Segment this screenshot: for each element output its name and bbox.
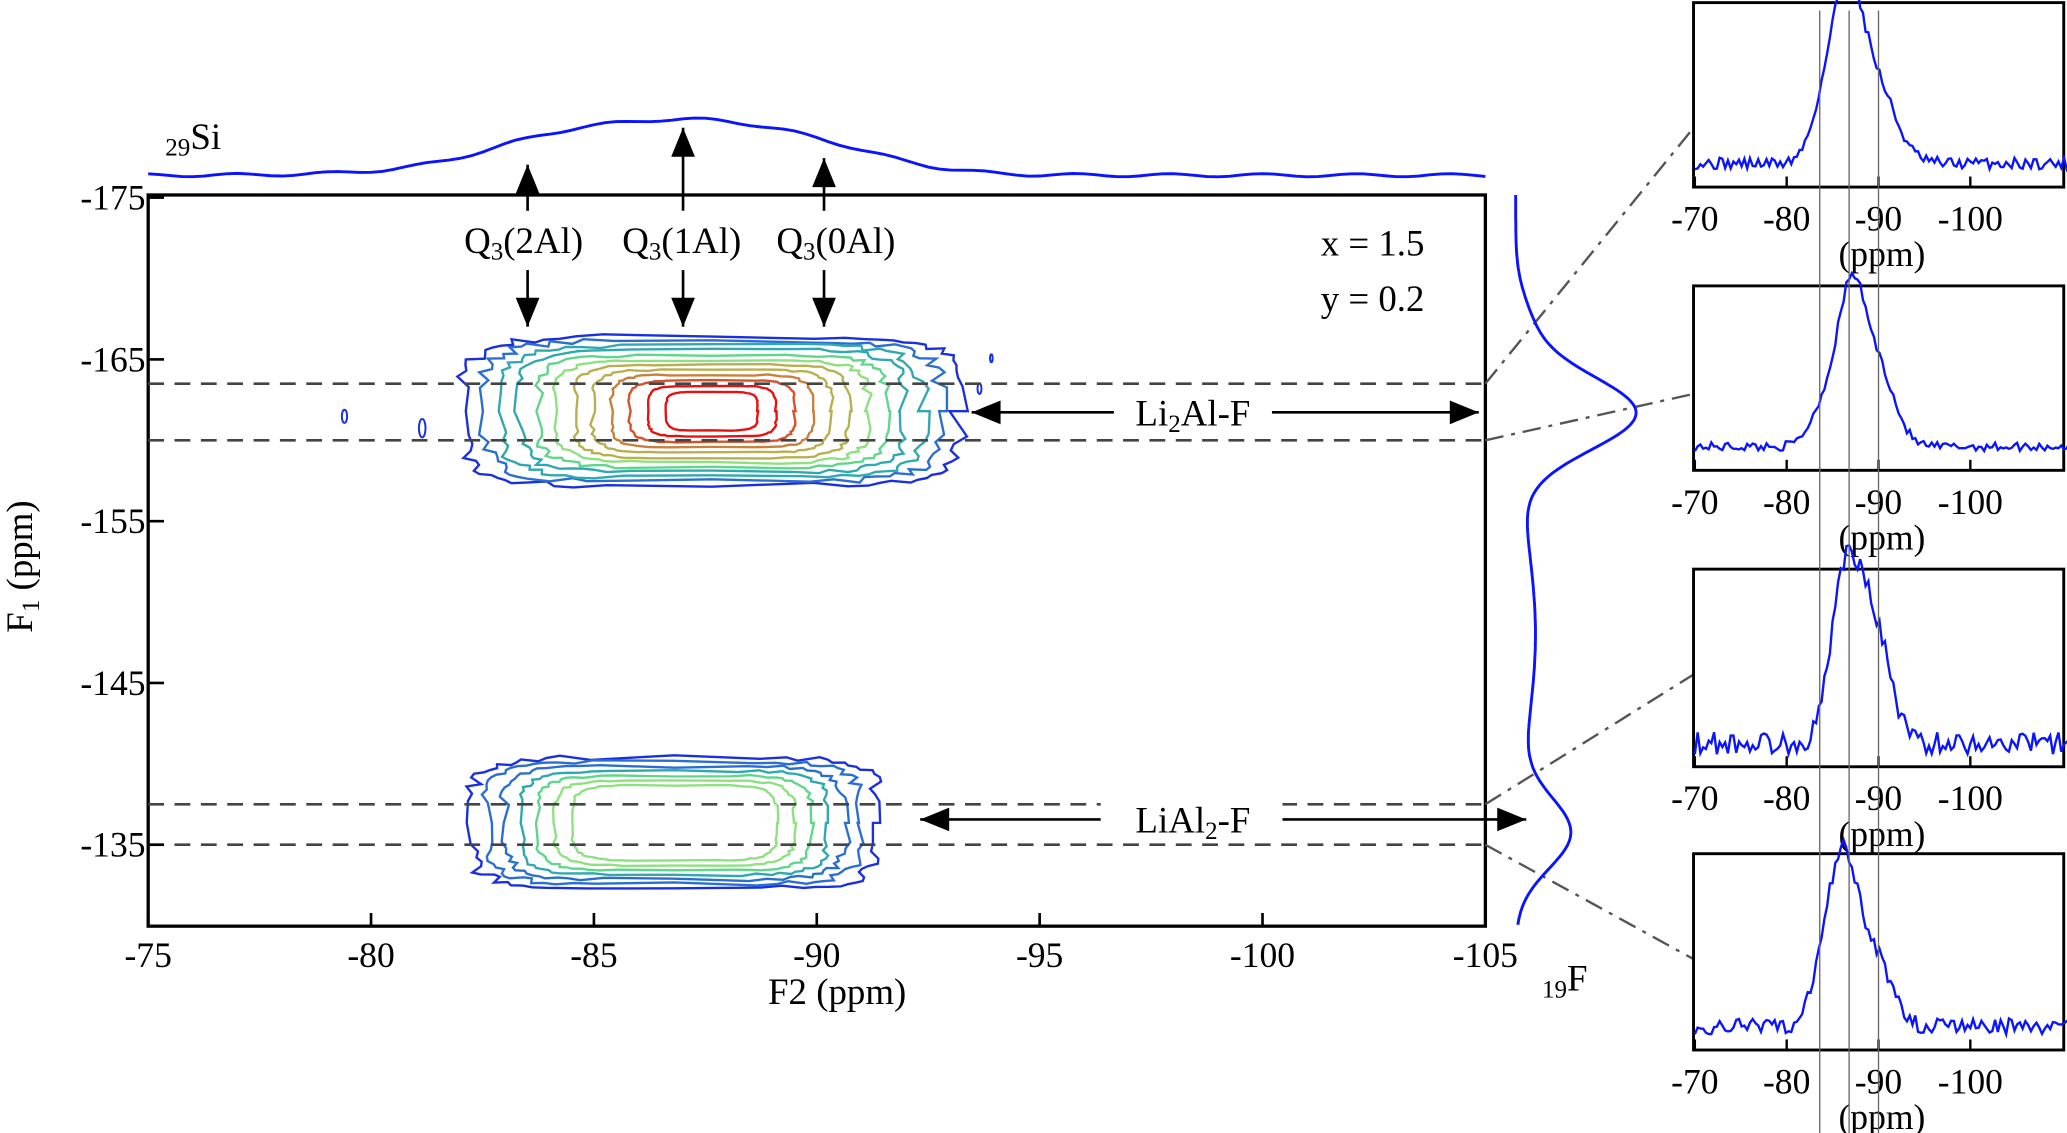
arrow-left-head — [920, 807, 950, 832]
up-arrow-head — [812, 158, 836, 188]
x-tick-label: -85 — [570, 935, 617, 975]
slice-spectrum — [1693, 543, 2067, 759]
contour-line — [570, 783, 780, 862]
y-tick-label: -135 — [80, 825, 145, 865]
up-arrow-head — [671, 127, 695, 157]
contour-line — [646, 384, 778, 438]
contour-line — [340, 408, 349, 424]
inset-axis-label: (ppm) — [1838, 814, 1925, 854]
contour-line — [533, 353, 892, 470]
contour-line — [476, 338, 949, 484]
y-tick-label: -165 — [80, 339, 145, 379]
inset-tick-label: -100 — [1938, 199, 2003, 239]
inset-axis-label: (ppm) — [1838, 234, 1925, 274]
slice-inset: -70-80-90-100(ppm) — [1671, 543, 2067, 854]
x-tick-label: -75 — [124, 935, 171, 975]
inset-tick-label: -70 — [1671, 199, 1718, 239]
x-tick-label: -95 — [1016, 935, 1063, 975]
q3-0al-label: Q3(0Al) — [776, 220, 895, 266]
slice-spectrum — [1694, 0, 2067, 173]
contour-line — [551, 779, 798, 868]
contour-line — [498, 763, 852, 883]
inset-tick-label: -70 — [1671, 482, 1718, 522]
contour-line — [627, 378, 797, 444]
inset-tick-label: -70 — [1671, 778, 1718, 818]
up-arrow-head — [515, 164, 540, 194]
inset-tick-label: -70 — [1671, 1061, 1718, 1101]
contour-line — [497, 342, 931, 480]
q3-1al-label: Q3(1Al) — [622, 220, 741, 266]
down-arrow-head — [515, 297, 540, 327]
inset-tick-label: -100 — [1938, 482, 2003, 522]
x-tick-label: -100 — [1230, 935, 1295, 975]
contour-line — [551, 359, 873, 465]
x-axis-label: F2 (ppm) — [768, 971, 906, 1013]
y-tick-label: -175 — [80, 177, 145, 217]
29si-label: 29Si — [165, 116, 221, 162]
inset-tick-label: -100 — [1938, 778, 2003, 818]
contour-line — [664, 390, 760, 432]
down-arrow-head — [812, 297, 836, 327]
li2al-f-label: Li2Al-F — [1135, 393, 1250, 439]
y-axis-label: F1 (ppm) — [0, 500, 45, 632]
slice-inset: -70-80-90-100(ppm) — [1671, 836, 2067, 1133]
29si-projection — [148, 116, 1486, 179]
inset-tick-label: -80 — [1763, 482, 1810, 522]
contour-line — [608, 373, 816, 449]
contour-line — [480, 759, 865, 887]
19f-projection — [1514, 194, 1638, 926]
lial2-f-label: LiAl2-F — [1135, 800, 1250, 846]
slice-spectrum — [1693, 836, 2067, 1039]
slice-inset: -70-80-90-100(ppm) — [1671, 270, 2067, 557]
down-arrow-head — [671, 297, 695, 327]
inset-axis-label: (ppm) — [1838, 1097, 1925, 1133]
dashed-guides — [148, 127, 1695, 961]
inset-axis-label: (ppm) — [1838, 517, 1925, 557]
contour-line — [534, 773, 816, 872]
x-tick-label: -80 — [347, 935, 394, 975]
inset-tick-label: -80 — [1763, 778, 1810, 818]
x-tick-label: -90 — [793, 935, 840, 975]
contour-line — [417, 417, 427, 439]
contour-line — [518, 768, 830, 878]
slice-inset: -70-80-90-100(ppm) — [1671, 0, 2067, 274]
annotation-arrows — [515, 127, 1527, 832]
inset-tick-label: -80 — [1763, 199, 1810, 239]
connector-line — [1484, 843, 1695, 961]
connector-line — [1485, 392, 1694, 442]
x-value-label: x = 1.5 — [1321, 223, 1425, 264]
q3-2al-label: Q3(2Al) — [464, 220, 583, 266]
contour-line — [588, 368, 835, 454]
slice-insets: -70-80-90-100(ppm)-70-80-90-100(ppm)-70-… — [1671, 0, 2067, 1133]
y-tick-label: -155 — [80, 501, 145, 541]
x-tick-label: -105 — [1453, 935, 1518, 975]
inset-tick-label: -80 — [1763, 1061, 1810, 1101]
contour-line — [464, 754, 883, 890]
contour-line — [455, 333, 970, 489]
connector-line — [1484, 127, 1695, 385]
axis-ticks: -75 -80 -85 -90 -95 -100 -105 -175 -165 -155 -145 -… — [80, 177, 1518, 975]
19f-label: 19F — [1542, 958, 1588, 1004]
contour-line — [572, 362, 854, 460]
arrow-left-head — [971, 400, 1001, 425]
inset-tick-label: -100 — [1938, 1061, 2003, 1101]
y-tick-label: -145 — [80, 663, 145, 703]
arrow-right-head — [1497, 807, 1527, 832]
connector-line — [1484, 673, 1695, 806]
contour-line — [989, 353, 994, 364]
slice-spectrum — [1693, 270, 2067, 454]
y-value-label: y = 0.2 — [1321, 278, 1425, 319]
contour-plot — [340, 333, 994, 890]
contour-line — [513, 347, 909, 475]
arrow-right-head — [1449, 400, 1479, 425]
